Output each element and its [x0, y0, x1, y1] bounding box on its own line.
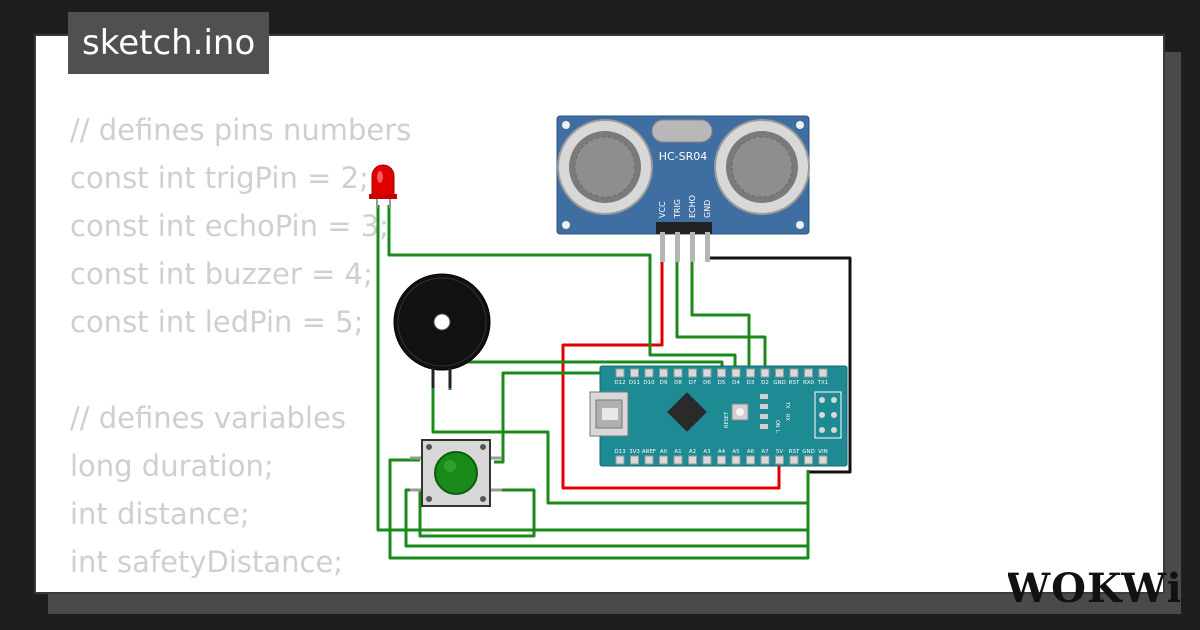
header-pin[interactable]	[702, 368, 712, 378]
pin-label: D12	[614, 380, 625, 386]
pin-label: RX0	[803, 380, 815, 386]
code-line: const int ledPin = 5;	[70, 305, 364, 339]
header-pin[interactable]	[775, 455, 784, 465]
ultrasonic-sensor[interactable]: HC-SR04 VCC TRIG ECHO GND	[556, 115, 810, 262]
header-pin[interactable]	[644, 455, 654, 465]
wire-led-d5	[387, 205, 737, 372]
code-preview: // defines pins numbers const int trigPi…	[70, 106, 411, 586]
header-pin[interactable]	[688, 455, 697, 465]
pin-label: 5V	[776, 449, 783, 455]
code-line: long duration;	[70, 449, 274, 483]
pin-label: GND	[802, 449, 815, 455]
buzzer[interactable]	[393, 273, 491, 388]
header-pin[interactable]	[818, 368, 828, 378]
code-line: // defines pins numbers	[70, 113, 412, 147]
header-pin[interactable]	[673, 368, 683, 378]
header-pin[interactable]	[804, 455, 813, 465]
header-pin[interactable]	[818, 455, 828, 465]
pin-label: D10	[643, 380, 655, 386]
pin-label: A3	[703, 449, 711, 455]
pin-label: D6	[703, 380, 711, 386]
header-pin[interactable]	[789, 455, 799, 465]
wokwi-logo-text: WOKWi	[1008, 565, 1180, 612]
code-line: int safetyDistance;	[70, 545, 344, 579]
board-label: TX	[784, 401, 790, 409]
pin-label: D11	[629, 380, 640, 386]
board-label: RX	[784, 414, 790, 421]
pin-label: D9	[660, 380, 668, 386]
wokwi-logo: WOKWi	[1008, 565, 1180, 612]
header-pin[interactable]	[615, 455, 625, 465]
pin-label: 3V3	[629, 449, 640, 455]
wire-echo	[690, 232, 751, 372]
header-pin[interactable]	[717, 368, 726, 378]
red-led[interactable]	[369, 164, 397, 208]
code-line: int distance;	[70, 497, 250, 531]
sensor-pin-label: GND	[703, 200, 712, 218]
header-pin[interactable]	[746, 455, 755, 465]
pin-label: D3	[747, 380, 755, 386]
sensor-pin-label: ECHO	[688, 195, 697, 218]
pin-label: A6	[747, 449, 755, 455]
header-pin[interactable]	[630, 455, 639, 465]
code-line: // defines variables	[70, 401, 346, 435]
code-line: const int echoPin = 3;	[70, 209, 389, 243]
pin-label: VIN	[818, 449, 828, 455]
header-pin[interactable]	[760, 368, 770, 378]
header-pin[interactable]	[789, 368, 799, 378]
pin-label: A5	[732, 449, 740, 455]
wire-vcc-red	[561, 232, 781, 490]
pin-label: TX1	[817, 380, 829, 386]
pin-label: D5	[718, 380, 726, 386]
pin-label: RST	[789, 449, 800, 455]
header-pin[interactable]	[746, 368, 755, 378]
board-label: RESET	[724, 411, 730, 428]
header-pin[interactable]	[659, 368, 668, 378]
pin-label: D7	[689, 380, 697, 386]
header-pin[interactable]	[630, 368, 639, 378]
pin-label: A4	[718, 449, 726, 455]
header-pin[interactable]	[775, 368, 784, 378]
wire-button-gnd3	[418, 488, 536, 538]
pin-label: D4	[732, 380, 740, 386]
pin-label: A2	[689, 449, 696, 455]
header-pin[interactable]	[731, 455, 741, 465]
header-pin[interactable]	[717, 455, 726, 465]
push-button[interactable]	[410, 439, 502, 507]
header-pin[interactable]	[615, 368, 625, 378]
wire-trig	[675, 232, 767, 372]
pin-label: AREF	[642, 449, 656, 455]
pin-label: D2	[761, 380, 769, 386]
header-pin[interactable]	[673, 455, 683, 465]
board-label: L	[774, 430, 780, 433]
header-pin[interactable]	[702, 455, 712, 465]
sensor-model-label: HC-SR04	[659, 150, 708, 163]
pin-label: A0	[660, 449, 668, 455]
code-line: const int trigPin = 2;	[70, 161, 369, 195]
pin-label: RST	[789, 380, 800, 386]
header-pin[interactable]	[688, 368, 697, 378]
header-pin[interactable]	[760, 455, 770, 465]
pin-label: D8	[674, 380, 682, 386]
pin-label: A7	[761, 449, 769, 455]
file-tab[interactable]: sketch.ino	[68, 12, 270, 74]
pin-label: D13	[614, 449, 626, 455]
sensor-pin-label: TRIG	[673, 199, 682, 219]
code-line: const int buzzer = 4;	[70, 257, 373, 291]
header-pin[interactable]	[644, 368, 654, 378]
header-pin[interactable]	[804, 368, 813, 378]
wire-button-gnd1	[388, 458, 810, 560]
sensor-pin-label: VCC	[658, 201, 667, 218]
pin-label: A1	[674, 449, 681, 455]
header-pin[interactable]	[731, 368, 741, 378]
board-label: ON	[774, 420, 780, 428]
header-pin[interactable]	[659, 455, 668, 465]
pin-label: GND	[773, 380, 786, 386]
